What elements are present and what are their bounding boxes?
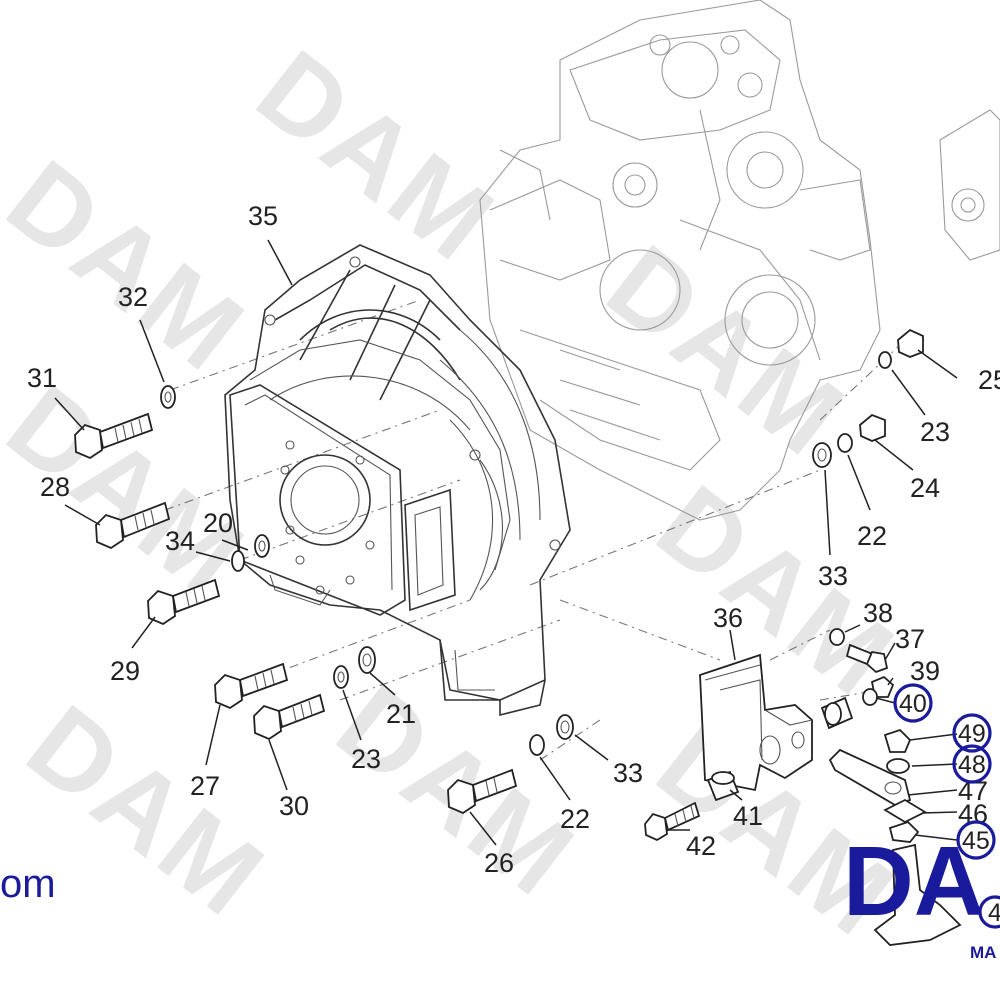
- callout-23-bottom: 23: [351, 744, 381, 774]
- callout-38: 38: [863, 598, 893, 628]
- callout-4-partial: 4: [988, 899, 1000, 927]
- callout-27: 27: [190, 771, 220, 801]
- highlight-ring: [956, 820, 996, 860]
- callout-32: 32: [118, 282, 148, 312]
- highlight-ring: [952, 713, 992, 753]
- callout-labels: 35 32 31 28 20 34 29 27 30 23 21 26 22 3…: [27, 201, 1000, 878]
- mount-bracket-assembly: [644, 628, 962, 946]
- callout-40: 40: [899, 690, 927, 718]
- callout-41: 41: [733, 801, 763, 831]
- callout-30: 30: [279, 791, 309, 821]
- callout-29: 29: [110, 656, 140, 686]
- callout-25: 25: [978, 365, 1000, 395]
- bolts-bottom: [214, 646, 574, 815]
- callout-34: 34: [165, 526, 195, 556]
- stud-hardware-right: [812, 328, 924, 468]
- leader-lines: [54, 239, 958, 846]
- callout-49: 49: [958, 720, 986, 748]
- highlight-ring: [952, 744, 992, 784]
- brand-logo: DA 4 MA: [843, 826, 1000, 962]
- callout-26: 26: [484, 848, 514, 878]
- callout-39: 39: [910, 656, 940, 686]
- callout-36: 36: [713, 603, 743, 633]
- callout-33-bottom: 33: [613, 758, 643, 788]
- callout-22-right: 22: [857, 521, 887, 551]
- bolts-left: [74, 385, 270, 626]
- engine-block-outline: [479, 0, 1000, 521]
- highlighted-callouts: 40 49 48 45: [893, 683, 996, 860]
- callout-42: 42: [686, 831, 716, 861]
- watermark-layer: DAM DAM DAM DAM DAM DAM DAM DAM: [0, 27, 918, 961]
- highlight-ring: [893, 683, 933, 723]
- watermark-text: DAM: [235, 27, 518, 286]
- callout-28: 28: [40, 472, 70, 502]
- highlight-ring: [978, 895, 1000, 929]
- callout-21: 21: [386, 699, 416, 729]
- callout-31: 31: [27, 363, 57, 393]
- website-url-fragment: om: [0, 862, 56, 906]
- watermark-text: DAM: [585, 222, 868, 481]
- flywheel-housing: [224, 244, 571, 717]
- callout-23-right: 23: [920, 417, 950, 447]
- callout-33-right: 33: [818, 561, 848, 591]
- callout-37: 37: [895, 624, 925, 654]
- watermark-text: DAM: [0, 137, 268, 396]
- callout-45: 45: [962, 827, 990, 855]
- callout-35: 35: [248, 201, 278, 231]
- callout-22-bottom: 22: [560, 804, 590, 834]
- callout-24: 24: [910, 473, 940, 503]
- callout-48: 48: [958, 751, 986, 779]
- brand-tagline: MA: [970, 943, 996, 962]
- brand-logo-text: DA: [843, 826, 985, 936]
- callout-20: 20: [203, 508, 233, 538]
